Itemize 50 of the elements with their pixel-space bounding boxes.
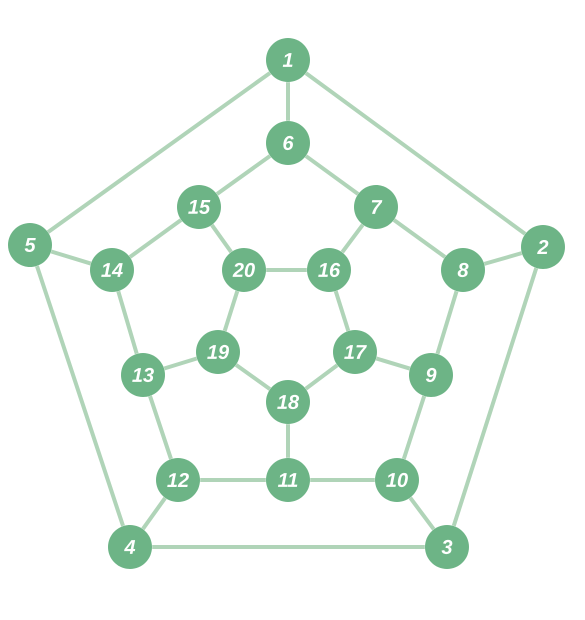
graph-vertex: 6 <box>266 121 310 165</box>
graph-vertex: 2 <box>521 225 565 269</box>
graph-edge <box>304 364 338 390</box>
graph-vertex: 19 <box>196 330 240 374</box>
graph-edge <box>402 396 426 460</box>
graph-vertex: 7 <box>354 185 398 229</box>
graph-vertex: 9 <box>409 353 453 397</box>
graph-edge <box>304 154 360 196</box>
graph-edge <box>46 71 272 234</box>
graph-edge <box>35 265 125 527</box>
graph-edge <box>216 154 272 196</box>
graph-vertex: 16 <box>307 248 351 292</box>
graph-edge <box>376 356 410 370</box>
graph-edge <box>334 290 350 332</box>
graph-edge <box>210 224 233 254</box>
graph-edge <box>141 496 167 530</box>
graph-edge <box>116 290 139 354</box>
graph-vertex: 14 <box>90 248 134 292</box>
graph-vertex: 12 <box>156 458 200 502</box>
graph-vertex: 17 <box>333 330 377 374</box>
graph-edge <box>164 356 198 370</box>
graph-vertex: 20 <box>222 248 266 292</box>
graph-vertex: 4 <box>108 525 152 569</box>
graph-edge <box>128 218 182 259</box>
graph-edge <box>310 478 375 482</box>
graph-vertex: 18 <box>266 380 310 424</box>
graph-edge <box>266 268 307 272</box>
graph-vertex: 13 <box>121 353 165 397</box>
graph-vertex: 10 <box>375 458 419 502</box>
graph-edge <box>392 218 446 259</box>
graph-vertex: 3 <box>425 525 469 569</box>
graph-edge <box>484 251 522 266</box>
graph-edge <box>340 224 364 254</box>
graph-edge <box>452 268 538 526</box>
graph-edge <box>50 250 92 266</box>
graph-edge <box>304 72 526 236</box>
graph-edge <box>436 290 458 354</box>
graph-edge <box>286 424 290 458</box>
graph-edge <box>152 545 425 549</box>
graph-vertex: 11 <box>266 458 310 502</box>
graph-edge <box>286 82 290 121</box>
graph-edge <box>234 363 272 391</box>
graph-vertex: 1 <box>266 38 310 82</box>
graph-vertex: 8 <box>441 248 485 292</box>
graph-vertex: 15 <box>177 185 221 229</box>
graph-edge <box>408 496 436 530</box>
graph-edge <box>200 478 266 482</box>
graph-edge <box>148 395 173 460</box>
graph-vertex: 5 <box>8 223 52 267</box>
graph-edge <box>222 290 240 332</box>
